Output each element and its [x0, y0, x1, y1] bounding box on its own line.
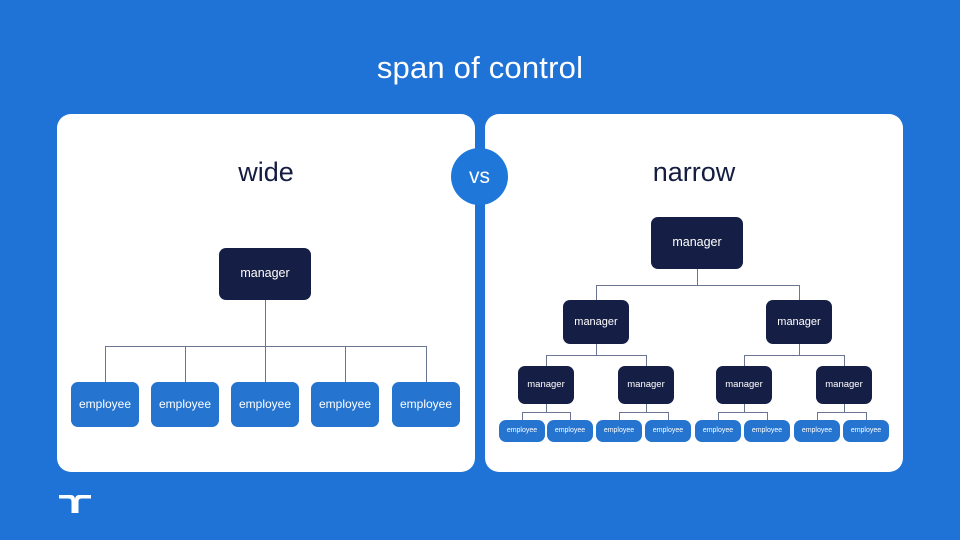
- wide-employee-5[interactable]: employee: [392, 382, 460, 427]
- connector-l1-bus: [596, 285, 799, 286]
- connector-l2b-bus: [744, 355, 844, 356]
- connector-child-5: [426, 346, 427, 382]
- connector-emp-drop-3: [619, 412, 620, 420]
- connector-l3c-drop: [744, 404, 745, 412]
- brand-logo-icon: [58, 492, 92, 516]
- connector-child-2: [185, 346, 186, 382]
- connector-l2-drop-1: [596, 285, 597, 300]
- connector-l3-drop-2: [646, 355, 647, 366]
- connector-root-drop: [265, 300, 266, 346]
- connector-l3-drop-4: [844, 355, 845, 366]
- wide-employee-4[interactable]: employee: [311, 382, 379, 427]
- connector-emp-drop-6: [767, 412, 768, 420]
- wide-employee-2[interactable]: employee: [151, 382, 219, 427]
- wide-employee-3[interactable]: employee: [231, 382, 299, 427]
- connector-l1-drop: [697, 269, 698, 285]
- panel-narrow: narrow manager manager manager manager m…: [485, 114, 903, 472]
- connector-emp-drop-2: [570, 412, 571, 420]
- connector-l3c-bus: [718, 412, 767, 413]
- panel-heading-narrow: narrow: [652, 157, 736, 187]
- wide-root-manager[interactable]: manager: [219, 248, 311, 300]
- connector-child-3: [265, 346, 266, 382]
- page-title: span of control: [376, 50, 584, 85]
- connector-l2-drop-2: [799, 285, 800, 300]
- narrow-l3-manager-4[interactable]: manager: [816, 366, 872, 404]
- connector-l3a-bus: [522, 412, 570, 413]
- wide-employee-1[interactable]: employee: [71, 382, 139, 427]
- narrow-l3-manager-3[interactable]: manager: [716, 366, 772, 404]
- narrow-employee-8[interactable]: employee: [843, 420, 889, 442]
- connector-child-1: [105, 346, 106, 382]
- vs-badge: vs: [451, 148, 508, 205]
- narrow-employee-4[interactable]: employee: [645, 420, 691, 442]
- narrow-l2-manager-2[interactable]: manager: [766, 300, 832, 344]
- narrow-employee-2[interactable]: employee: [547, 420, 593, 442]
- connector-emp-drop-5: [718, 412, 719, 420]
- connector-emp-drop-8: [866, 412, 867, 420]
- narrow-l3-manager-1[interactable]: manager: [518, 366, 574, 404]
- narrow-l2-manager-1[interactable]: manager: [563, 300, 629, 344]
- narrow-l3-manager-2[interactable]: manager: [618, 366, 674, 404]
- connector-l2a-bus: [546, 355, 646, 356]
- connector-l3-drop-1: [546, 355, 547, 366]
- connector-emp-drop-7: [817, 412, 818, 420]
- connector-l2b-drop: [799, 344, 800, 355]
- narrow-employee-7[interactable]: employee: [794, 420, 840, 442]
- connector-emp-drop-1: [522, 412, 523, 420]
- connector-l3b-bus: [619, 412, 668, 413]
- connector-l3d-drop: [844, 404, 845, 412]
- narrow-root-manager[interactable]: manager: [651, 217, 743, 269]
- panel-wide: wide manager employee employee employee …: [57, 114, 475, 472]
- connector-l3a-drop: [546, 404, 547, 412]
- narrow-employee-1[interactable]: employee: [499, 420, 545, 442]
- narrow-employee-6[interactable]: employee: [744, 420, 790, 442]
- panel-heading-wide: wide: [238, 157, 294, 187]
- connector-emp-drop-4: [668, 412, 669, 420]
- narrow-employee-5[interactable]: employee: [695, 420, 741, 442]
- narrow-employee-3[interactable]: employee: [596, 420, 642, 442]
- connector-l3d-bus: [817, 412, 866, 413]
- connector-l3b-drop: [646, 404, 647, 412]
- connector-l2a-drop: [596, 344, 597, 355]
- connector-l3-drop-3: [744, 355, 745, 366]
- connector-child-4: [345, 346, 346, 382]
